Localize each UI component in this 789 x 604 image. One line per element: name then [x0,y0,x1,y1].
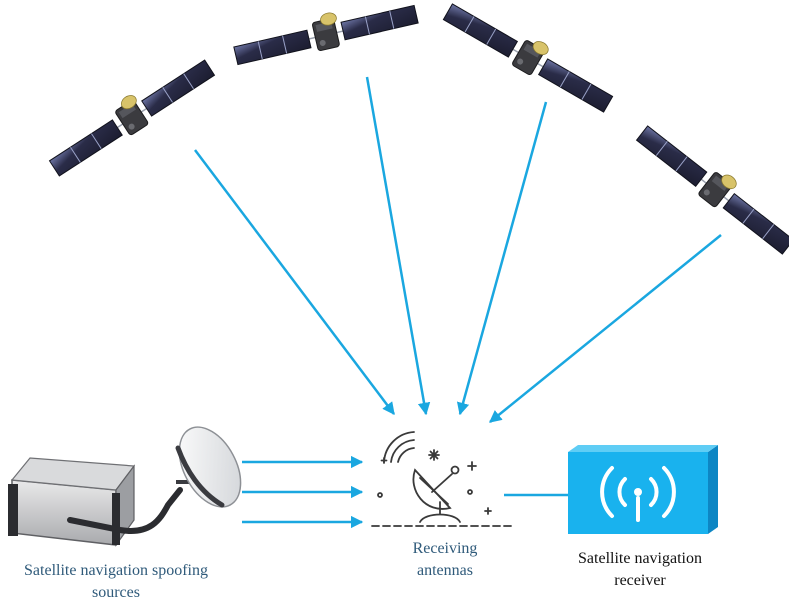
receiver-label-line: Satellite navigation [578,550,702,567]
receiver-device [568,445,718,534]
satellite-icon [230,0,421,71]
receiving-antennas-label-line: antennas [417,562,473,579]
spoofing-sources-label: Satellite navigation spoofing sources [0,560,232,604]
receiving-antennas-label-line: Receiving [412,540,478,557]
receiver-label: Satellite navigation receiver [555,548,725,592]
satellite-icon [42,49,218,181]
satellite-signal-arrow [365,76,431,416]
satellite-signal-arrow [194,149,395,415]
spoofing-sources-label-line: sources [92,584,140,601]
satellite-dish-icon [371,431,513,527]
satellite-signal-arrow [456,101,548,416]
wireless-signal-icon [600,466,676,522]
spoofing-transmitter-icon [8,426,242,547]
receiving-antennas-label: Receiving antennas [385,538,505,582]
satellite-icon [632,115,789,259]
receiver-label-line: receiver [614,572,666,589]
spoofing-sources-label-line: Satellite navigation spoofing [24,562,208,579]
satellite-icon [440,0,620,118]
satellite-signal-arrow [489,234,722,423]
